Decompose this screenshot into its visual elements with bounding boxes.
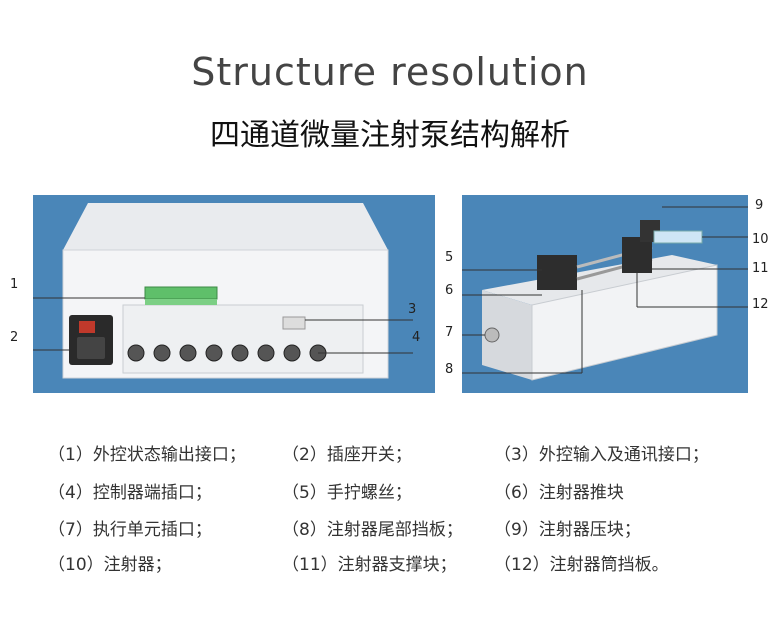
legend-item: （5）手拧螺丝； [282, 483, 412, 503]
callout-12: 12 [752, 297, 769, 312]
page-title-en: Structure resolution [191, 50, 589, 94]
callout-8: 8 [445, 362, 454, 377]
legend-item: （11）注射器支撑块； [282, 555, 457, 575]
callout-4: 4 [412, 330, 421, 345]
legend-item: （2）插座开关； [282, 445, 412, 465]
callout-9: 9 [755, 198, 764, 213]
callout-5: 5 [445, 250, 454, 265]
legend-row: （10）注射器； （11）注射器支撑块； （12）注射器筒挡板。 [48, 550, 748, 580]
legend-item: （6）注射器推块 [494, 483, 624, 503]
legend-item: （8）注射器尾部挡板； [282, 520, 463, 540]
legend-row: （7）执行单元插口； （8）注射器尾部挡板； （9）注射器压块； [48, 515, 748, 545]
legend-item: （3）外控输入及通讯接口； [494, 445, 709, 465]
callout-11: 11 [752, 261, 769, 276]
legend-item: （4）控制器端插口； [48, 483, 212, 503]
legend-item: （10）注射器； [48, 555, 172, 575]
callout-7: 7 [445, 325, 454, 340]
syringe-unit-photo [462, 195, 748, 393]
controller-rear-photo [33, 195, 435, 393]
callout-3: 3 [408, 302, 417, 317]
legend-row: （4）控制器端插口； （5）手拧螺丝； （6）注射器推块 [48, 478, 748, 508]
legend-item: （9）注射器压块； [494, 520, 641, 540]
legend-item: （1）外控状态输出接口； [48, 445, 246, 465]
callout-1: 1 [10, 277, 19, 292]
callout-6: 6 [445, 283, 454, 298]
callout-10: 10 [752, 232, 769, 247]
callout-2: 2 [10, 330, 19, 345]
legend-item: （7）执行单元插口； [48, 520, 212, 540]
legend-item: （12）注射器筒挡板。 [494, 555, 669, 575]
syringe-unit-illustration [462, 206, 748, 381]
legend-row: （1）外控状态输出接口； （2）插座开关； （3）外控输入及通讯接口； [48, 440, 748, 470]
controller-rear-illustration [33, 203, 413, 379]
page-title-cn: 四通道微量注射泵结构解析 [210, 118, 570, 153]
